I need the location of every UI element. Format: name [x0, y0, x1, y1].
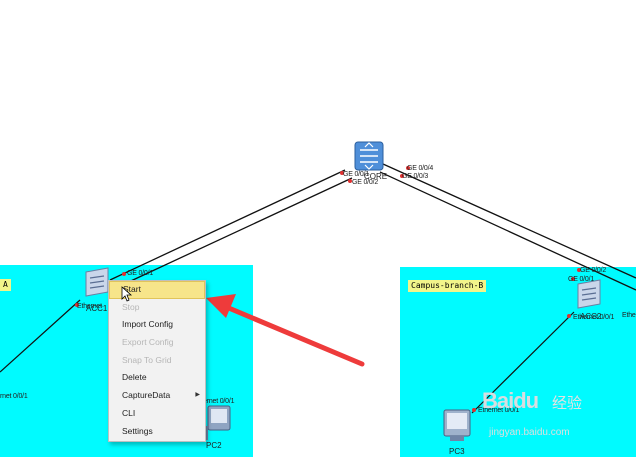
link-acc2-pc3 [471, 311, 575, 414]
link-core-acc2-a [382, 163, 636, 279]
port-label-core-ge003: GE 0/0/3 [402, 173, 429, 180]
menu-item-export-config[interactable]: Export Config [109, 334, 205, 352]
pc2-icon [202, 405, 231, 440]
link-acc1-left [0, 299, 81, 373]
menu-item-start[interactable]: Start [109, 281, 205, 299]
port-label-core-ge002: GE 0/0/2 [352, 179, 379, 186]
watermark-cn: 经验 [552, 395, 583, 412]
device-label-pc2: PC2 [206, 441, 222, 450]
pointer-arrow-icon [206, 294, 365, 367]
port-dot [406, 166, 410, 170]
watermark-brand: Baidu [482, 388, 539, 413]
menu-item-label: CaptureData [122, 390, 171, 401]
menu-item-stop[interactable]: Stop [109, 299, 205, 317]
port-dot [75, 303, 79, 307]
port-dot [571, 277, 575, 281]
port-label-acc2-ge001: GE 0/0/1 [568, 276, 595, 283]
menu-item-capture-data[interactable]: CaptureData ▶ [109, 387, 205, 405]
port-dot [472, 408, 476, 412]
menu-item-label: Import Config [122, 319, 174, 330]
port-dot [567, 314, 571, 318]
menu-item-label: Delete [122, 372, 147, 383]
menu-item-label: Stop [122, 301, 140, 312]
link-core-acc2-b [379, 171, 636, 291]
baidu-watermark: Baidu 经验 jingyan.baidu.com [482, 388, 632, 454]
link-core-acc1-a [109, 169, 346, 281]
menu-item-import-config[interactable]: Import Config [109, 316, 205, 334]
port-dot [340, 171, 344, 175]
port-dot [348, 179, 352, 183]
port-dot [400, 174, 404, 178]
pc3-icon [443, 409, 471, 441]
menu-item-label: CLI [122, 407, 136, 418]
port-label-acc1-eth: Ethernet [77, 303, 102, 310]
port-label-core-ge001: GE 0/0/1 [343, 171, 370, 178]
mouse-cursor-icon [121, 286, 133, 302]
menu-item-settings[interactable]: Settings [109, 423, 205, 441]
acc1-switch-icon [85, 267, 109, 297]
device-label-core: CORE [364, 172, 388, 181]
submenu-arrow-icon: ▶ [195, 392, 200, 399]
port-label-acc2-ge002: GE 0/0/2 [580, 267, 607, 274]
menu-item-label: Settings [122, 425, 153, 436]
menu-item-delete[interactable]: Delete [109, 369, 205, 387]
menu-item-label: Export Config [122, 337, 174, 348]
zone-b-label: Campus-branch-B [408, 280, 487, 292]
zone-a-label: A [0, 279, 11, 291]
core-switch-icon [354, 141, 384, 171]
acc2-switch-icon [577, 279, 601, 309]
port-label-left-eth: rnet 0/0/1 [0, 393, 28, 400]
port-label-acc1-ge001: GE 0/0/1 [127, 270, 154, 277]
device-label-acc1: ACC1 [86, 304, 108, 313]
menu-item-cli[interactable]: CLI [109, 405, 205, 423]
port-label-acc2-eth: Ethernet 0/0/1 [573, 314, 615, 321]
menu-item-label: Snap To Grid [122, 354, 172, 365]
port-dot [122, 272, 126, 276]
port-dot [577, 268, 581, 272]
port-label-acc2-eth-right: Ether [622, 312, 636, 319]
port-label-core-ge004: GE 0/0/4 [407, 165, 434, 172]
port-label-pc3-eth: Ethernet 0/0/1 [478, 407, 520, 414]
watermark-url: jingyan.baidu.com [489, 427, 570, 438]
port-label-pc2-eth: ernet 0/0/1 [203, 398, 235, 405]
link-core-acc1-b [119, 177, 353, 287]
menu-item-snap-to-grid[interactable]: Snap To Grid [109, 352, 205, 370]
device-label-pc3: PC3 [449, 447, 465, 456]
device-label-acc2: ACC2 [580, 312, 602, 321]
device-context-menu[interactable]: Start Stop Import Config Export Config S… [108, 280, 206, 442]
menu-item-label: Start [123, 284, 141, 294]
